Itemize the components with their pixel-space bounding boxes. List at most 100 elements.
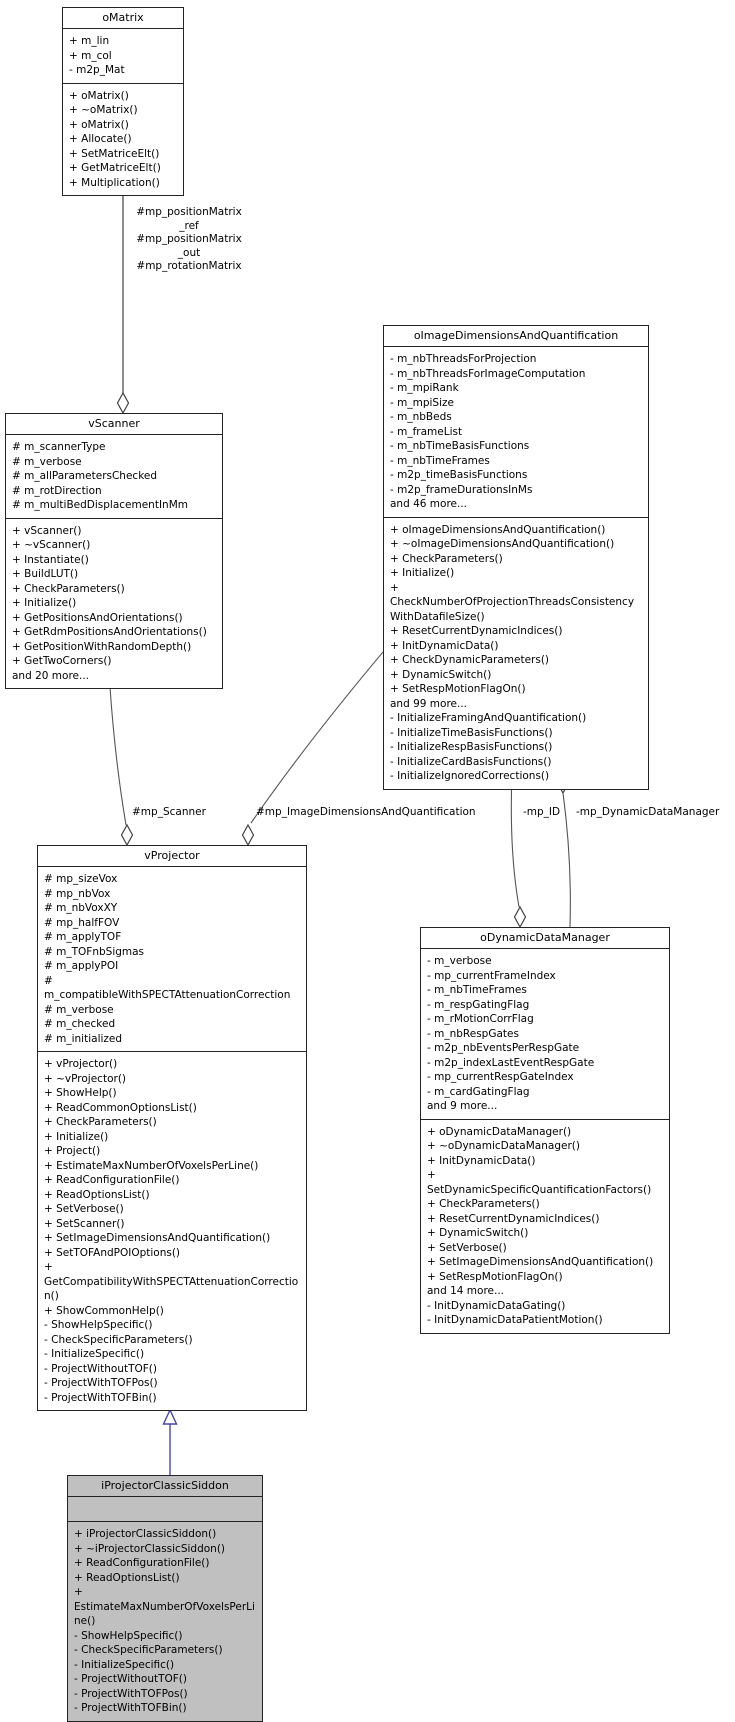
member-line: + ~oImageDimensionsAndQuantification()	[390, 538, 615, 550]
member-line: # m_nbVoxXY	[44, 902, 118, 914]
member-line: # m_applyPOI	[44, 960, 119, 972]
class-attributes	[68, 1497, 262, 1521]
member-line: + SetVerbose()	[44, 1203, 124, 1215]
member-line: - m2p_frameDurationsInMs	[390, 483, 533, 496]
member-line: + InitDynamicData()	[390, 639, 499, 652]
aggregation-diamond-icon	[120, 823, 134, 847]
class-attributes: + m_lin+ m_col- m2p_Mat	[63, 29, 183, 83]
member-line: + DynamicSwitch()	[427, 1227, 529, 1239]
member-line: + ResetCurrentDynamicIndices()	[390, 625, 563, 637]
aggregation-diamond-icon	[241, 823, 255, 847]
class-node-odynamicdatamanager[interactable]: oDynamicDataManager - m_verbose- mp_curr…	[420, 927, 670, 1334]
class-attributes: - m_nbThreadsForProjection - m_nbThreadsF…	[384, 347, 648, 517]
member-line: + ShowHelp()	[44, 1087, 117, 1099]
member-line: # mp_sizeVox	[44, 873, 118, 885]
class-node-vprojector[interactable]: vProjector # mp_sizeVox # mp_nbVox # m_nbV…	[37, 845, 307, 1411]
member-line: + Initialize()	[44, 1130, 109, 1143]
member-line: + ~iProjectorClassicSiddon()	[74, 1542, 226, 1555]
class-methods: + oImageDimensionsAndQuantification() + ~…	[384, 516, 648, 789]
member-line: - InitializeSpecific()	[44, 1348, 145, 1360]
member-line: - m_nbThreadsForProjection	[390, 353, 537, 365]
member-line: - InitializeCardBasisFunctions()	[390, 755, 552, 768]
member-line: - InitializeFramingAndQuantification()	[390, 712, 587, 724]
member-line: + GetTwoCorners()	[12, 655, 112, 667]
member-line: + ShowCommonHelp()	[44, 1304, 164, 1317]
member-line: + m_col	[69, 49, 112, 62]
member-line: + DynamicSwitch()	[390, 668, 492, 681]
member-line: # m_compatibleWithSPECTAttenuationCorrec…	[44, 974, 291, 1002]
class-methods: + oMatrix()+ ~oMatrix()+ oMatrix()+ Allo…	[63, 82, 183, 196]
member-line: + ~oMatrix()	[69, 104, 138, 116]
member-line: + CheckNumberOfProjectionThreadsConsiste…	[390, 581, 635, 623]
member-line: + oImageDimensionsAndQuantification()	[390, 523, 606, 536]
member-line: + ReadConfigurationFile()	[74, 1557, 210, 1569]
member-line: - m_mpiSize	[390, 396, 454, 409]
member-line: - InitDynamicDataPatientMotion()	[427, 1314, 603, 1326]
class-methods: + vProjector()+ ~vProjector()+ ShowHelp(…	[38, 1051, 306, 1410]
member-line: + Initialize()	[12, 597, 77, 609]
edge-vscanner-vprojector	[109, 686, 134, 847]
member-line: + SetImageDimensionsAndQuantification()	[427, 1256, 654, 1268]
edge-label-mp-dynamic-data-manager: -mp_DynamicDataManager	[576, 806, 720, 818]
member-line: + ResetCurrentDynamicIndices()	[427, 1212, 600, 1225]
member-line: - ProjectWithTOFPos()	[44, 1377, 158, 1389]
aggregation-diamond-icon	[513, 905, 527, 929]
class-title: oDynamicDataManager	[421, 928, 669, 949]
member-line: - InitDynamicDataGating()	[427, 1299, 566, 1312]
member-line: + Project()	[44, 1145, 101, 1157]
class-methods: + vScanner()+ ~vScanner()+ Instantiate()…	[6, 517, 222, 689]
member-line: - m_nbTimeBasisFunctions	[390, 440, 530, 452]
member-line: and 99 more...	[390, 697, 468, 710]
member-line: - CheckSpecificParameters()	[44, 1333, 193, 1346]
member-line: # m_TOFnbSigmas	[44, 945, 145, 958]
class-attributes: # mp_sizeVox# mp_nbVox# m_nbVoxXY# mp_ha…	[38, 867, 306, 1051]
member-line: # m_verbose	[12, 455, 82, 468]
inheritance-arrow-icon	[162, 1408, 178, 1425]
class-attributes: # m_scannerType# m_verbose# m_allParamet…	[6, 435, 222, 518]
member-line: + GetPositionsAndOrientations()	[12, 611, 183, 624]
class-title: oMatrix	[63, 8, 183, 29]
member-line: + GetPositionWithRandomDepth()	[12, 640, 192, 653]
member-line: - m_nbThreadsForImageComputation	[390, 367, 586, 380]
class-title: oImageDimensionsAndQuantification	[384, 326, 648, 347]
member-line: - m_nbTimeFrames	[427, 984, 527, 996]
member-line: + Instantiate()	[12, 553, 89, 566]
member-line: # m_initialized	[44, 1032, 123, 1045]
member-line: - ProjectWithoutTOF()	[74, 1673, 187, 1685]
member-line: + SetMatriceElt()	[69, 147, 160, 160]
member-line: + CheckParameters()	[390, 552, 503, 565]
member-line: # mp_nbVox	[44, 887, 111, 900]
member-line: + vProjector()	[44, 1058, 118, 1070]
member-line: + BuildLUT()	[12, 568, 79, 580]
member-line: + oDynamicDataManager()	[427, 1125, 572, 1138]
member-line: #mp_positionMatrix	[136, 233, 242, 245]
class-title: vProjector	[38, 846, 306, 867]
member-line: + CheckDynamicParameters()	[390, 654, 550, 666]
member-line: - m_mpiRank	[390, 382, 459, 394]
member-line: and 46 more...	[390, 498, 468, 510]
member-line: + m_lin	[69, 35, 110, 47]
class-node-omatrix[interactable]: oMatrix + m_lin+ m_col- m2p_Mat + oMatri…	[62, 7, 184, 196]
aggregation-diamond-icon	[116, 391, 130, 415]
member-line: - ProjectWithTOFBin()	[74, 1702, 187, 1714]
member-line: + oMatrix()	[69, 89, 129, 102]
member-line: # m_verbose	[44, 1003, 114, 1016]
class-methods: + iProjectorClassicSiddon()+ ~iProjector…	[68, 1521, 262, 1721]
edge-mpid-dynamicdatamanager	[510, 772, 527, 929]
class-node-oimagedimensionsandquantification[interactable]: oImageDimensionsAndQuantification - m_nb…	[383, 325, 649, 790]
member-line: - InitializeIgnoredCorrections()	[390, 770, 550, 782]
member-line: - InitializeRespBasisFunctions()	[390, 741, 553, 753]
member-line: # m_checked	[44, 1018, 116, 1030]
member-line: - m_nbBeds	[390, 411, 452, 423]
class-node-vscanner[interactable]: vScanner # m_scannerType# m_verbose# m_a…	[5, 413, 223, 689]
member-line: - mp_currentFrameIndex	[427, 969, 556, 982]
class-node-iprojectorclassicsiddon[interactable]: iProjectorClassicSiddon + iProjectorClas…	[67, 1475, 263, 1722]
member-line: - m_nbTimeFrames	[390, 454, 490, 467]
class-methods: + oDynamicDataManager()+ ~oDynamicDataMa…	[421, 1118, 669, 1333]
member-line: + oMatrix()	[69, 118, 129, 131]
member-line: + ReadOptionsList()	[44, 1188, 150, 1201]
edge-omatrix-vscanner	[116, 181, 130, 415]
member-line: - m2p_timeBasisFunctions	[390, 469, 528, 481]
member-line: + SetRespMotionFlagOn()	[390, 683, 526, 695]
